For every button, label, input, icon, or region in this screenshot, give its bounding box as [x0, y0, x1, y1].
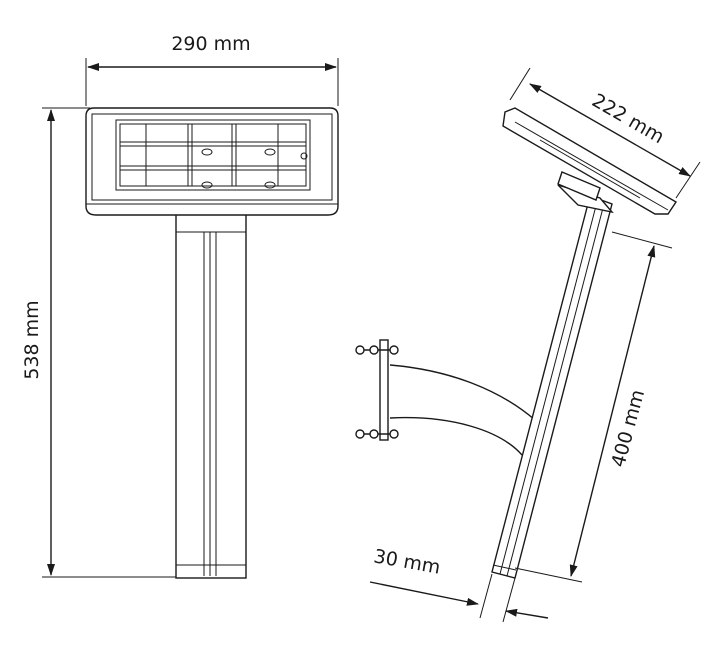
side-pole: [491, 171, 614, 579]
side-view: 222 mm 400 mm 30 mm: [355, 67, 701, 623]
wall-bracket: [355, 339, 536, 456]
width-label: 290 mm: [171, 33, 250, 55]
bolt-icon: [355, 345, 365, 355]
height-dimension: 538 mm: [21, 107, 176, 578]
front-solar-panel: [85, 107, 339, 216]
pole-width-dimension: 30 mm: [369, 545, 549, 623]
pole-width-label: 30 mm: [372, 545, 442, 578]
bolt-icon: [355, 429, 365, 439]
width-dimension: 290 mm: [85, 33, 339, 106]
height-label: 538 mm: [21, 300, 43, 379]
front-view: 290 mm 538 mm: [21, 33, 339, 579]
front-pole: [175, 213, 247, 579]
pole-length-label: 400 mm: [607, 387, 649, 469]
panel-length-label: 222 mm: [588, 89, 668, 148]
